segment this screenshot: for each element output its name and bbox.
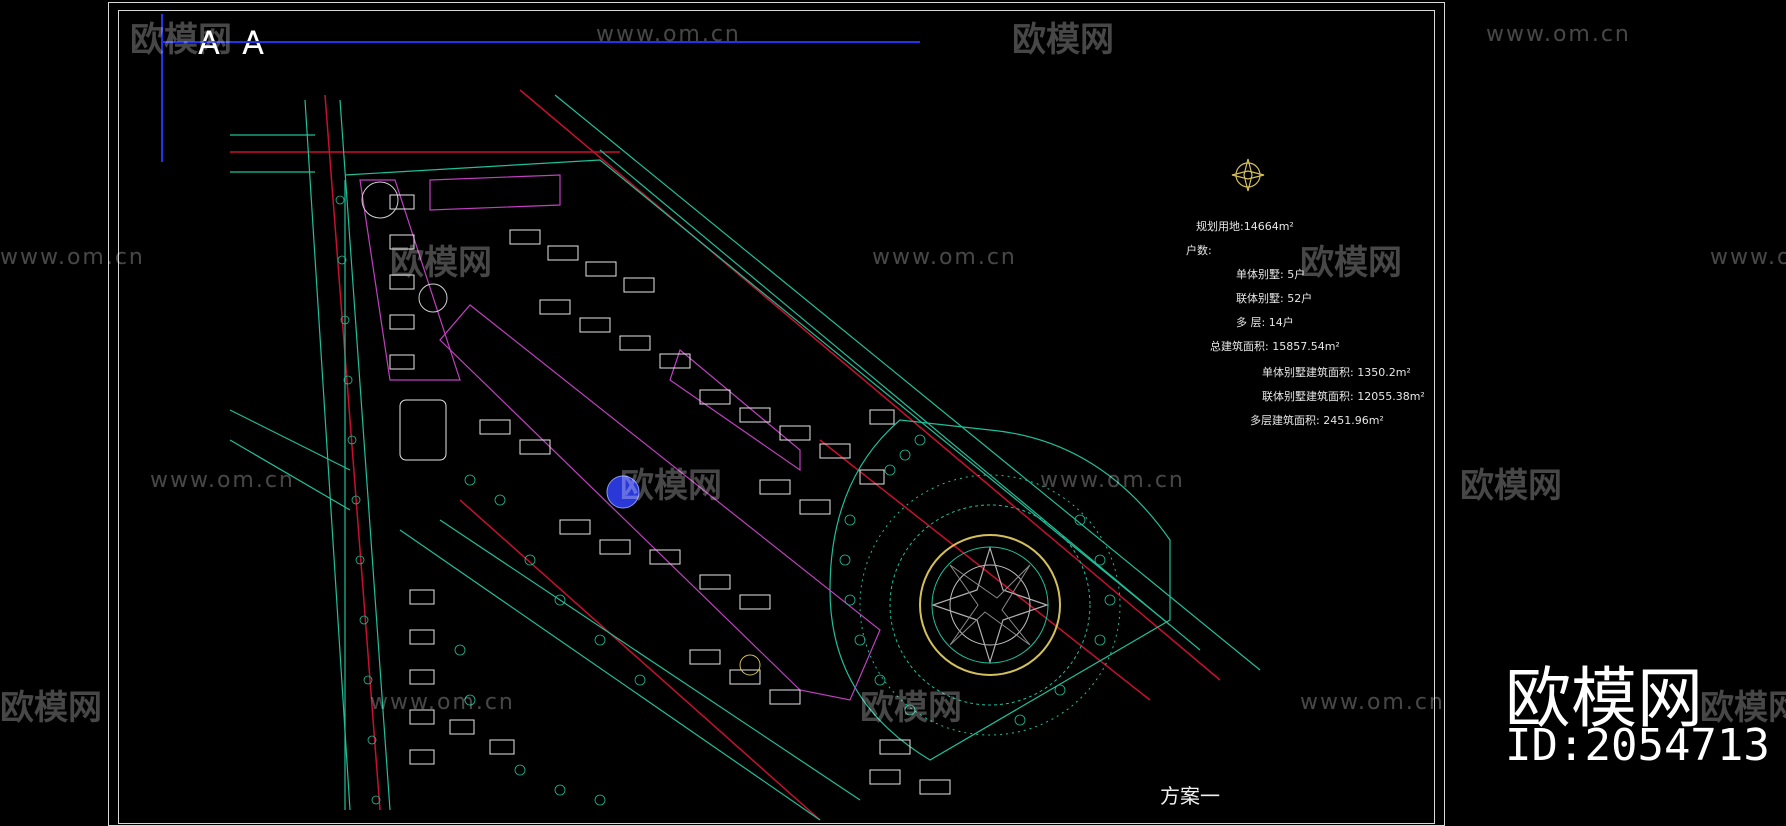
watermark-site: www.om.cn	[1300, 690, 1445, 715]
watermark-logo: 欧模网	[860, 688, 962, 728]
watermark-site: www.om.cn	[1040, 468, 1185, 493]
brand-id: ID:2054713	[1505, 720, 1770, 771]
info-site-area: 规划用地:14664m²	[1196, 220, 1294, 233]
watermark-site: www.om.cn	[370, 690, 515, 715]
central-plaza[interactable]	[859, 474, 1121, 736]
info-multistory-area: 多层建筑面积: 2451.96m²	[1250, 414, 1384, 427]
info-single-villa-area: 单体别墅建筑面积: 1350.2m²	[1262, 366, 1411, 379]
road-centerlines	[230, 89, 1221, 821]
info-linked-villa: 联体别墅: 52户	[1236, 292, 1313, 305]
road-edges	[229, 94, 1261, 821]
info-linked-villa-area: 联体别墅建筑面积: 12055.38m²	[1262, 390, 1425, 403]
brand-name: 欧模网	[1505, 660, 1703, 737]
entry-plaza[interactable]	[361, 181, 761, 676]
watermark-site: www.om.cn	[872, 245, 1017, 270]
scheme-label: 方案一	[1160, 784, 1220, 808]
magenta-zones	[359, 174, 881, 701]
fountain[interactable]	[606, 475, 640, 509]
info-multistory: 多 层: 14户	[1236, 316, 1294, 329]
north-arrow-icon	[1231, 158, 1265, 192]
watermark-logo: 欧模网	[1460, 466, 1562, 506]
watermark-logo: 欧模网	[130, 20, 232, 60]
watermark-logo: 欧模网	[390, 243, 492, 283]
watermark-logo: 欧模网	[620, 466, 722, 506]
building-blocks[interactable]	[389, 194, 951, 795]
watermark-site: www.om.cn	[1710, 245, 1786, 270]
watermark-logo: 欧模网	[1700, 688, 1786, 728]
info-households: 户数:	[1186, 244, 1212, 257]
watermark-site: www.om.cn	[596, 22, 741, 47]
inner-drawing-frame	[118, 10, 1435, 824]
landscape-greenery	[335, 195, 1116, 806]
watermark-logo: 欧模网	[1012, 20, 1114, 60]
watermark-logo: 欧模网	[1300, 243, 1402, 283]
watermark-site: www.om.cn	[150, 468, 295, 493]
watermark-logo: 欧模网	[0, 688, 102, 728]
info-total-area: 总建筑面积: 15857.54m²	[1210, 340, 1340, 353]
info-single-villa: 单体别墅: 5户	[1236, 268, 1306, 281]
watermark-site: www.om.cn	[0, 245, 145, 270]
watermark-site: www.om.cn	[1486, 22, 1631, 47]
title-blue-lines	[161, 14, 920, 162]
